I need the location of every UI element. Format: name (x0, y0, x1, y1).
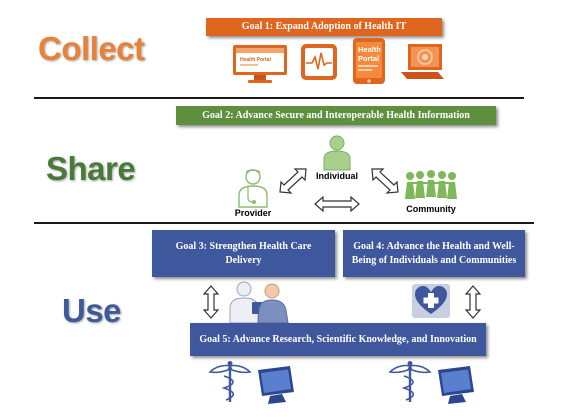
caduceus-left-icon (208, 361, 252, 402)
collect-share-divider (34, 97, 524, 99)
provider-individual-double-arrow-icon (279, 168, 307, 194)
provider-label: Provider (234, 208, 272, 218)
computer-monitor-right-icon (438, 366, 474, 404)
goal-4-box: Goal 4: Advance the Health and Well-Bein… (343, 230, 525, 277)
community-label: Community (406, 204, 456, 214)
goal-5-box: Goal 5: Advance Research, Scientific Kno… (190, 323, 486, 356)
individual-person-icon (323, 135, 351, 171)
share-use-divider (34, 222, 534, 224)
mobile-portal-line2: Portal (358, 54, 379, 63)
provider-doctor-icon (238, 169, 268, 208)
goal-2-box: Goal 2: Advance Secure and Interoperable… (176, 106, 496, 125)
computer-monitor-left-icon (258, 366, 294, 404)
heart-health-icon (412, 284, 450, 318)
mobile-portal-line1: Health (358, 45, 381, 54)
heart-monitor-tablet-icon (301, 44, 337, 80)
community-group-icon (405, 170, 457, 199)
individual-community-double-arrow-icon (371, 168, 399, 194)
monitor-icon: Health Portal (233, 45, 287, 83)
goal3-goal5-double-arrow-icon (203, 285, 219, 319)
laptop-icon (401, 44, 444, 79)
provider-community-double-arrow-icon (314, 196, 360, 212)
caduceus-right-icon (388, 361, 432, 402)
use-heading: Use (62, 292, 122, 329)
monitor-portal-text: Health Portal (240, 57, 271, 63)
goal-3-box: Goal 3: Strengthen Health Care Delivery (152, 230, 335, 277)
goal-1-box: Goal 1: Expand Adoption of Health IT (206, 18, 442, 36)
doctor-patient-icon (229, 281, 289, 324)
mobile-portal-icon: Health Portal (353, 38, 385, 84)
goal4-goal5-double-arrow-icon (465, 285, 481, 319)
individual-label: Individual (315, 171, 358, 181)
share-heading: Share (46, 150, 136, 187)
collect-heading: Collect (38, 30, 145, 67)
